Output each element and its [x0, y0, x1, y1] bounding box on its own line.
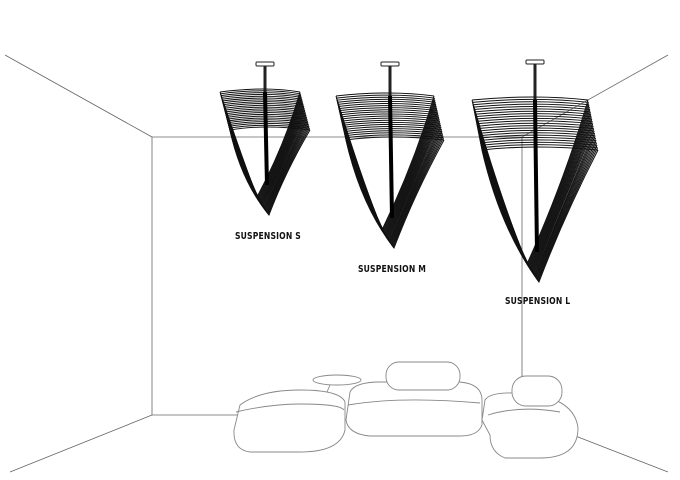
chandeliers — [219, 59, 599, 284]
chandelier-l — [471, 59, 599, 284]
sofa-cushion — [385, 361, 461, 391]
sofa-set — [233, 361, 579, 459]
sofa-right — [481, 392, 579, 459]
label-suspension-s: SUSPENSION S — [235, 231, 301, 242]
label-suspension-m: SUSPENSION M — [358, 264, 427, 275]
sofa-right-cushion — [511, 375, 563, 407]
label-suspension-l: SUSPENSION L — [505, 296, 571, 307]
sofa-middle — [345, 381, 483, 437]
side-table — [312, 374, 362, 386]
chandelier-m — [335, 61, 445, 250]
room-lines — [4, 54, 669, 473]
chandelier-s — [219, 61, 311, 216]
pouf-left — [233, 389, 346, 453]
